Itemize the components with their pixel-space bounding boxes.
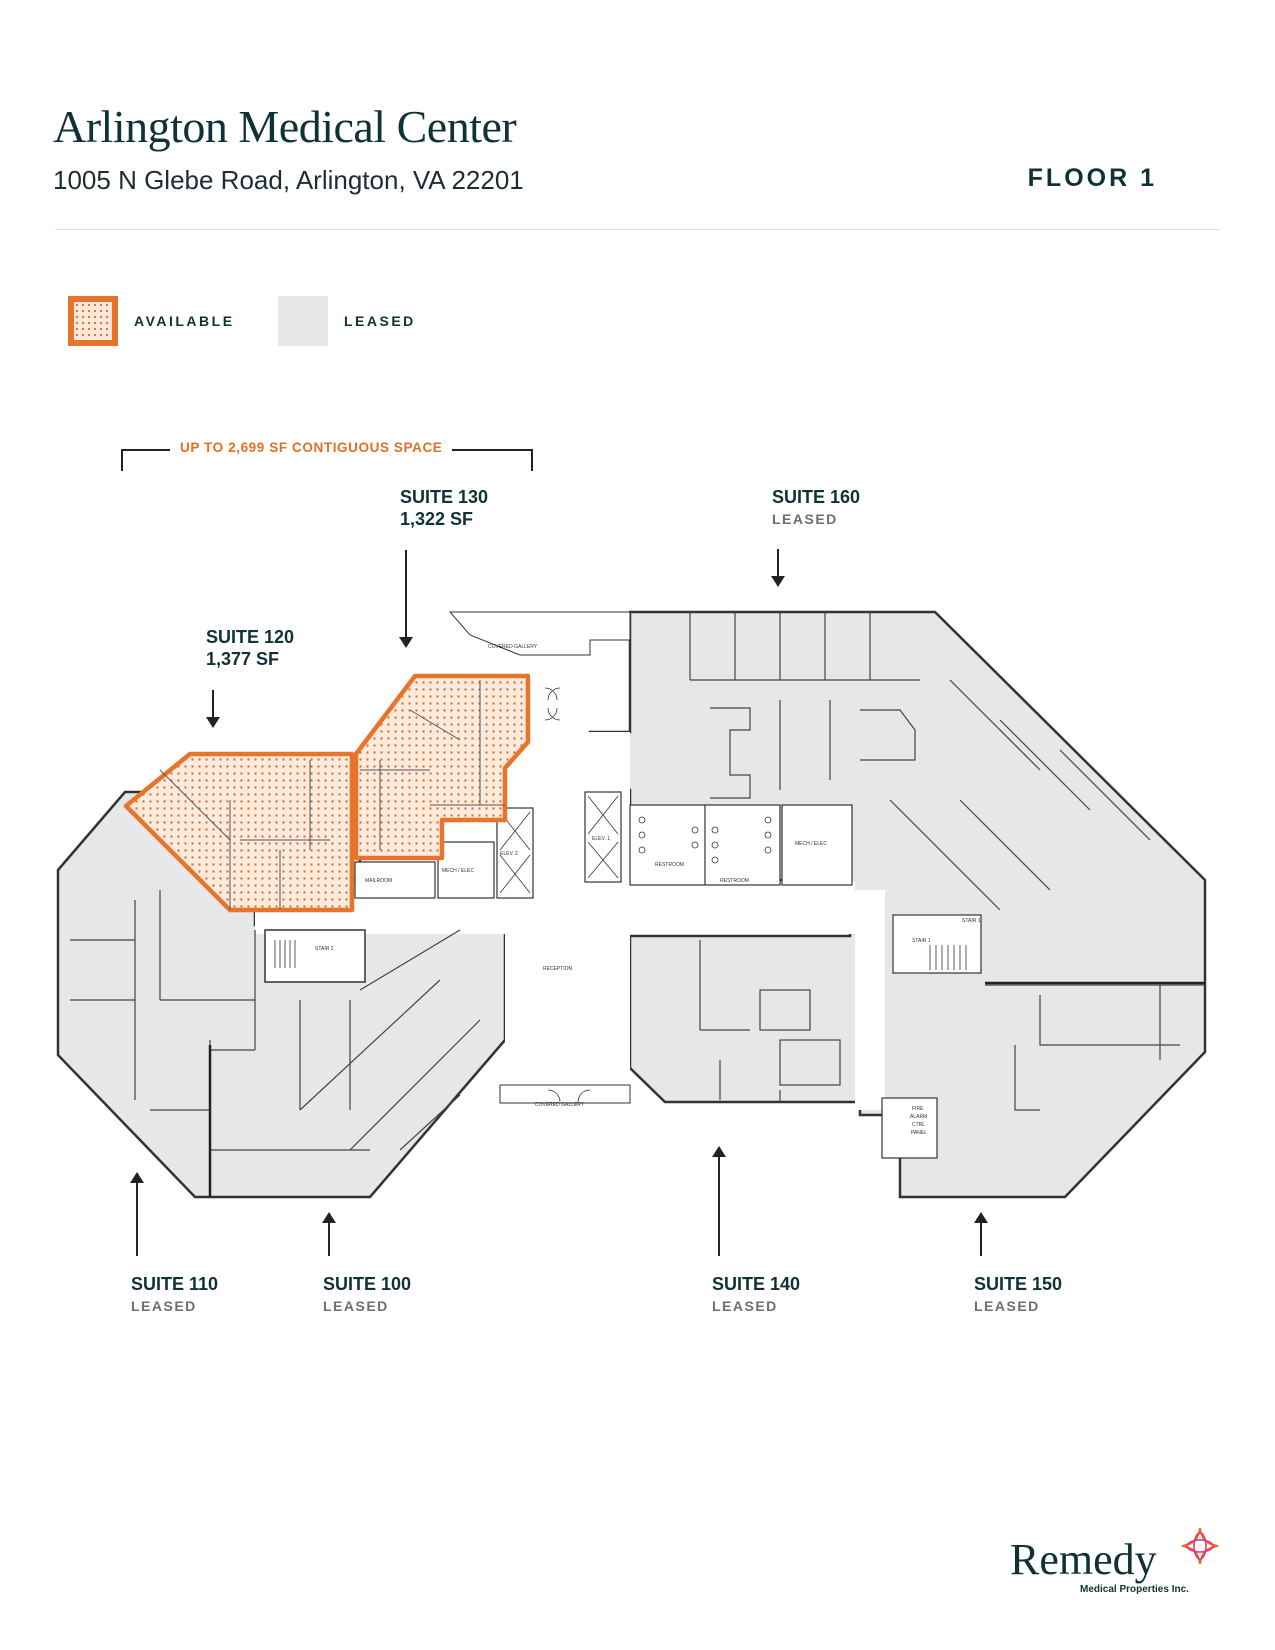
suite-100-arrow [322, 1212, 336, 1256]
svg-text:PANEL: PANEL [911, 1130, 927, 1136]
suite-100-label: SUITE 100 LEASED [323, 1274, 412, 1314]
remedy-logo: Remedy Medical Properties Inc. [1010, 1527, 1219, 1595]
legend-available-label: AVAILABLE [134, 313, 235, 329]
svg-text:COVERED GALLERY: COVERED GALLERY [488, 644, 538, 650]
suite-160-arrow [771, 549, 785, 587]
suite-110-arrow [130, 1172, 144, 1256]
page-title: Arlington Medical Center [53, 101, 517, 152]
contiguous-space-label: UP TO 2,699 SF CONTIGUOUS SPACE [170, 440, 453, 455]
suite-130-arrow [399, 550, 413, 648]
east-wing-leased [588, 610, 1207, 1199]
svg-text:FIRE: FIRE [912, 1106, 924, 1112]
floor-label: FLOOR 1 [1027, 164, 1157, 192]
legend-available-swatch [68, 296, 118, 346]
svg-text:MECH / ELEC: MECH / ELEC [442, 868, 474, 874]
suite-160-label: SUITE 160 LEASED [772, 487, 861, 527]
west-wing-leased [56, 790, 507, 1199]
logo-tagline: Medical Properties Inc. [1080, 1584, 1189, 1595]
svg-text:COVERED GALLERY: COVERED GALLERY [535, 1102, 585, 1108]
suite-120-available [123, 751, 355, 913]
header-divider [55, 229, 1220, 230]
suite-120-label: SUITE 120 1,377 SF [206, 627, 295, 669]
logo-wordmark: Remedy [1010, 1535, 1157, 1584]
suite-150-arrow [974, 1212, 988, 1256]
svg-text:ELEV. 1: ELEV. 1 [592, 836, 610, 842]
legend-leased-label: LEASED [344, 313, 416, 329]
svg-text:MAILROOM: MAILROOM [365, 878, 392, 884]
suite-120-arrow [206, 690, 220, 728]
suite-110-label: SUITE 110 LEASED [131, 1274, 219, 1314]
svg-text:RESTROOM: RESTROOM [655, 862, 684, 868]
suite-130-label: SUITE 130 1,322 SF [400, 487, 489, 529]
logo-star-icon [1181, 1527, 1219, 1565]
svg-text:ELEV. 2: ELEV. 2 [500, 851, 518, 857]
suite-150-label: SUITE 150 LEASED [974, 1274, 1063, 1314]
svg-text:STAIR 1: STAIR 1 [912, 938, 931, 944]
legend-leased-swatch [278, 296, 328, 346]
stair-2 [264, 929, 366, 983]
svg-text:RECEPTION: RECEPTION [543, 966, 573, 972]
svg-text:RESTROOM: RESTROOM [720, 878, 749, 884]
suite-140-arrow [712, 1146, 726, 1256]
svg-text:CTRL: CTRL [912, 1122, 925, 1128]
svg-text:MECH / ELEC: MECH / ELEC [795, 841, 827, 847]
suite-130-available [353, 673, 531, 861]
svg-text:STAIR 2: STAIR 2 [315, 946, 334, 952]
suite-140-label: SUITE 140 LEASED [712, 1274, 801, 1314]
building-address: 1005 N Glebe Road, Arlington, VA 22201 [53, 165, 524, 195]
svg-text:STAIR 1: STAIR 1 [962, 918, 981, 924]
svg-text:ALARM: ALARM [910, 1114, 927, 1120]
